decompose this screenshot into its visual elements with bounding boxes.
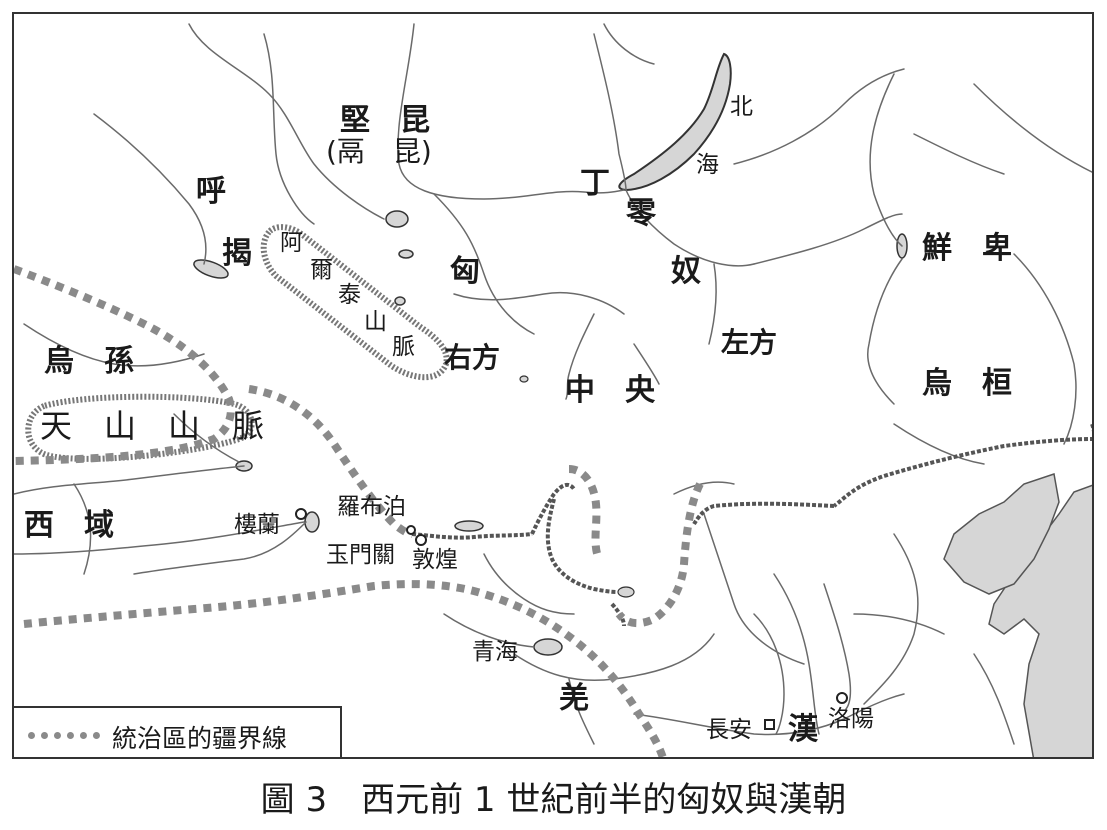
- lake-small-1: [398, 249, 414, 259]
- label-hujie-1: 呼: [196, 174, 226, 209]
- label-qiang: 羌: [559, 681, 589, 716]
- label-hujie-2: 揭: [222, 236, 252, 271]
- luoyang-marker: [836, 692, 848, 704]
- lake-small-2: [394, 296, 406, 306]
- label-zhongyang-2: 央: [625, 373, 655, 408]
- label-altai-1: 阿: [280, 230, 303, 256]
- label-changan: 長安: [706, 717, 752, 743]
- lake-small-4: [617, 586, 635, 598]
- label-xiongnu-2: 奴: [671, 254, 701, 289]
- label-wuhuan: 烏 桓: [922, 366, 1012, 401]
- label-wusun: 烏 孫: [44, 344, 134, 379]
- label-qinghai: 青海: [472, 639, 518, 665]
- label-yumenguan: 玉門關: [326, 542, 395, 568]
- lake-qinghai: [533, 638, 563, 656]
- figure-caption: 圖 3 西元前 1 世紀前半的匈奴與漢朝: [260, 780, 847, 820]
- label-dunhuang: 敦煌: [412, 547, 458, 573]
- loulan-marker: [295, 508, 307, 520]
- label-luoyang: 洛陽: [828, 706, 874, 732]
- label-altai-5: 脈: [392, 334, 415, 360]
- territory-borders: [14, 265, 704, 757]
- dunhuang-marker: [415, 534, 427, 546]
- label-han: 漢: [788, 712, 818, 747]
- label-xianbei: 鮮 卑: [922, 231, 1012, 266]
- label-altai-2: 爾: [310, 257, 333, 283]
- lake-lopnur: [304, 511, 320, 533]
- lake-kobdo: [385, 210, 409, 228]
- altai-mountains: [260, 224, 450, 381]
- map-frame: 堅 昆 (鬲 昆) 丁 零 呼 揭 匈 奴 右方 左方 中 央 鮮 卑 烏 桓 …: [12, 12, 1094, 759]
- changan-marker: [764, 719, 775, 730]
- label-altai-4: 山: [364, 309, 387, 335]
- label-dingling-1: 丁: [580, 166, 610, 201]
- map-legend: 統治區的疆界線: [12, 706, 342, 759]
- label-beihai-1: 北: [730, 94, 753, 120]
- label-xiyu: 西 域: [24, 508, 114, 543]
- label-tianshan: 天 山 山 脈: [40, 407, 265, 445]
- label-dingling-2: 零: [626, 196, 656, 231]
- map-canvas: [14, 23, 1092, 757]
- label-youfang: 右方: [444, 341, 501, 374]
- bohai-sea: [943, 473, 1060, 595]
- lake-small-3: [519, 375, 529, 383]
- legend-dotted-line-swatch: [28, 732, 100, 739]
- label-jiankun: 堅 昆: [340, 103, 430, 138]
- rivers: [14, 23, 1092, 745]
- lake-balkhash: [193, 259, 229, 279]
- label-lopnur: 羅布泊: [337, 494, 406, 520]
- label-beihai-2: 海: [696, 152, 719, 178]
- label-loulan: 樓蘭: [234, 512, 280, 538]
- tianshan-mountains: [25, 393, 255, 462]
- label-gekun: (鬲 昆): [326, 135, 432, 168]
- label-zhongyang-1: 中: [565, 373, 595, 408]
- label-zuofang: 左方: [721, 326, 778, 359]
- yumenguan-marker: [406, 525, 416, 535]
- label-xiongnu-1: 匈: [450, 254, 480, 289]
- lake-juyan: [454, 520, 484, 532]
- label-altai-3: 泰: [338, 282, 361, 308]
- legend-label: 統治區的疆界線: [112, 724, 288, 753]
